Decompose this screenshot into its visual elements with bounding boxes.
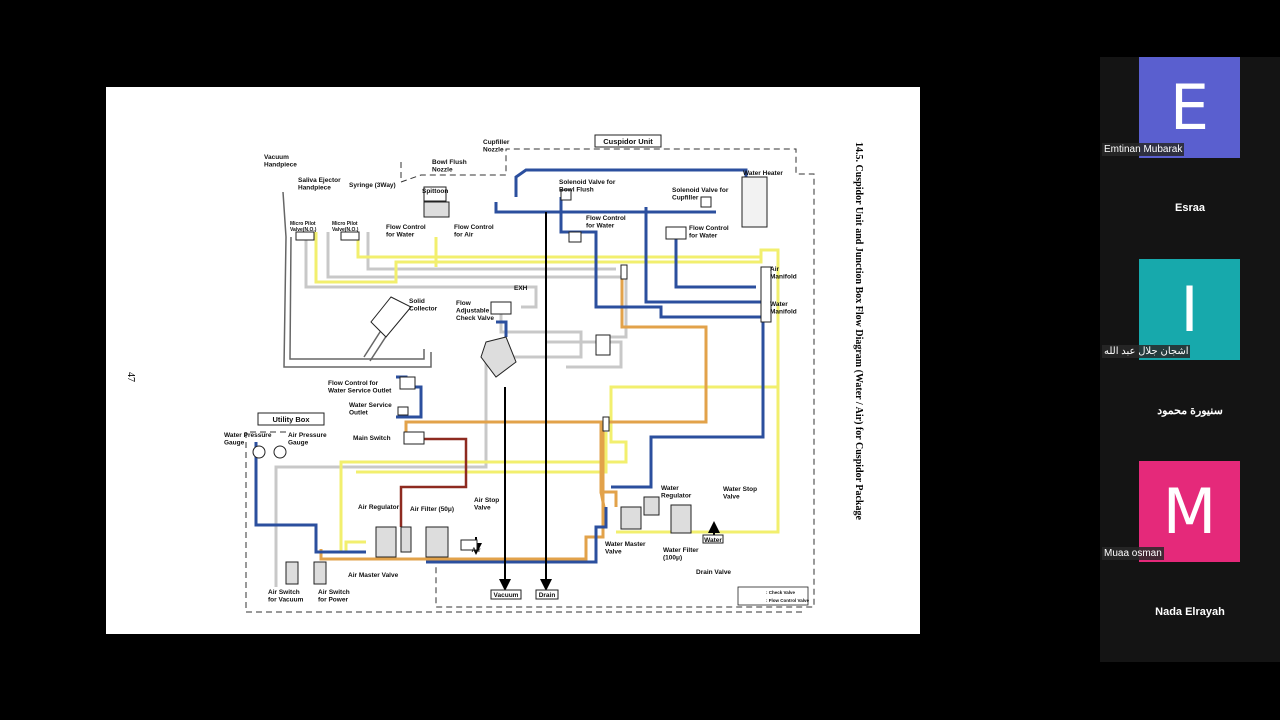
enclosure-lines: [245, 148, 815, 613]
avatar: I: [1139, 259, 1240, 360]
participant-tile[interactable]: سنيورة محمود: [1100, 360, 1280, 461]
figure-caption: 14.5. Cuspidor Unit and Junction Box Flo…: [853, 142, 864, 520]
label-drain-valve: Drain Valve: [696, 569, 731, 576]
label-water: Water: [704, 537, 722, 544]
participant-name: سنيورة محمود: [1157, 405, 1223, 417]
participant-name: Muaa osman: [1102, 547, 1164, 560]
label-air-regulator: Air Regulator: [358, 504, 400, 511]
label-water-filter: Water Filter(100μ): [663, 547, 699, 562]
red-lines: [399, 437, 468, 527]
page-number: 47: [125, 372, 136, 382]
pressure-gauges: [252, 445, 287, 459]
label-air: Air: [471, 547, 481, 554]
label-legend-flow: : Flow Control Valve: [766, 598, 810, 603]
participant-name: Emtinan Mubarak: [1102, 143, 1185, 156]
blue-lines: [254, 168, 765, 564]
label-air-master-valve: Air Master Valve: [348, 572, 399, 579]
participant-tile[interactable]: Esraa: [1100, 158, 1280, 259]
label-cuspidor-unit: Cuspidor Unit: [603, 137, 653, 146]
label-main-switch: Main Switch: [353, 435, 391, 442]
label-water-heater: Water Heater: [743, 170, 783, 177]
label-vacuum: Vacuum: [494, 592, 519, 599]
components: [285, 176, 809, 606]
drain-lines: [470, 212, 720, 591]
label-drain: Drain: [539, 592, 556, 599]
avatar: E: [1139, 57, 1240, 158]
avatar: M: [1139, 461, 1240, 562]
participant-name: اشجان جلال عبد الله: [1102, 345, 1191, 358]
label-utility-box: Utility Box: [272, 415, 310, 424]
participant-name: Esraa: [1175, 202, 1205, 214]
label-exh: EXH: [514, 285, 528, 292]
label-spittoon: Spittoon: [422, 188, 448, 195]
boxed-labels: [257, 134, 662, 426]
label-syringe: Syringe (3Way): [349, 182, 396, 189]
label-air-filter: Air Filter (50μ): [410, 506, 454, 513]
participant-tile[interactable]: Nada Elrayah: [1100, 562, 1280, 663]
label-legend-check: : Check Valve: [766, 590, 796, 595]
gray-lines: [274, 232, 628, 587]
participant-name: Nada Elrayah: [1155, 606, 1225, 618]
